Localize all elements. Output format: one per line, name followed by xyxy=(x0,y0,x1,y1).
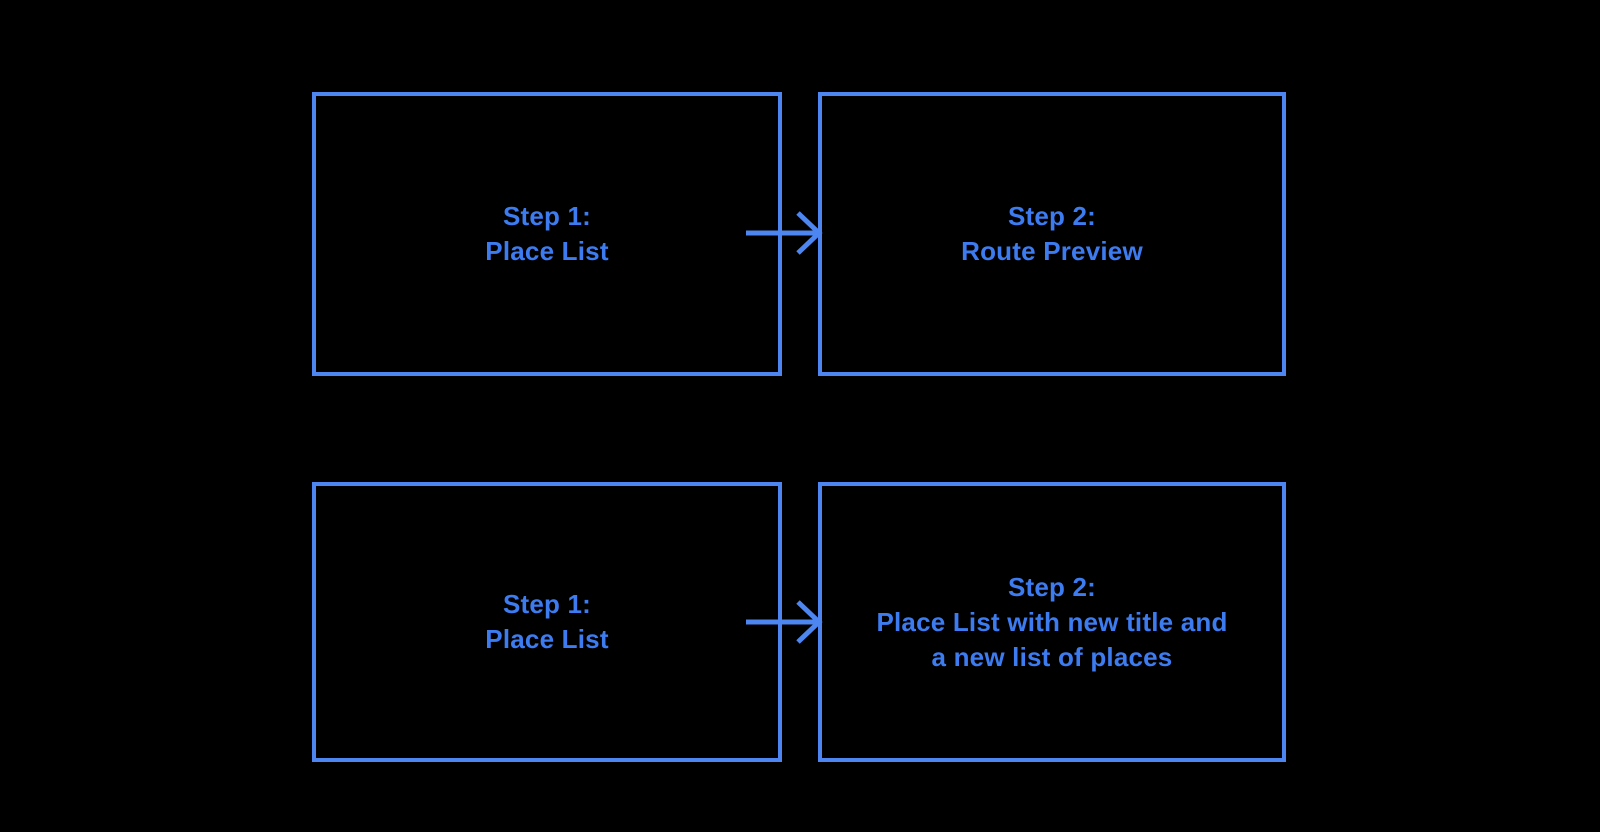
right-arrow-icon xyxy=(746,600,823,644)
box-step1-place-list: Step 1: Place List xyxy=(312,92,782,376)
box-label-line: Place List xyxy=(485,236,609,266)
box-label: Step 2: Place List with new title and a … xyxy=(876,570,1227,675)
box-label-line: Route Preview xyxy=(961,236,1143,266)
right-arrow-icon xyxy=(746,211,823,255)
box-label-line: Step 1: xyxy=(502,589,592,619)
box-label: Step 1: Place List xyxy=(485,587,608,657)
box-label-line: Step 2: xyxy=(1007,571,1097,602)
box-label-line: a new list of places xyxy=(931,641,1173,672)
box-step1-place-list-2: Step 1: Place List xyxy=(312,482,782,762)
box-label-line: Step 2: xyxy=(1007,201,1097,231)
box-step2-place-list-new-title: Step 2: Place List with new title and a … xyxy=(818,482,1286,762)
box-label: Step 1: Place List xyxy=(485,199,608,269)
box-step2-route-preview: Step 2: Route Preview xyxy=(818,92,1286,376)
box-label-line: Step 1: xyxy=(502,201,592,231)
box-label-line: Place List xyxy=(485,624,609,654)
box-label-line: Place List with new title and xyxy=(876,606,1228,637)
box-label: Step 2: Route Preview xyxy=(961,199,1143,269)
